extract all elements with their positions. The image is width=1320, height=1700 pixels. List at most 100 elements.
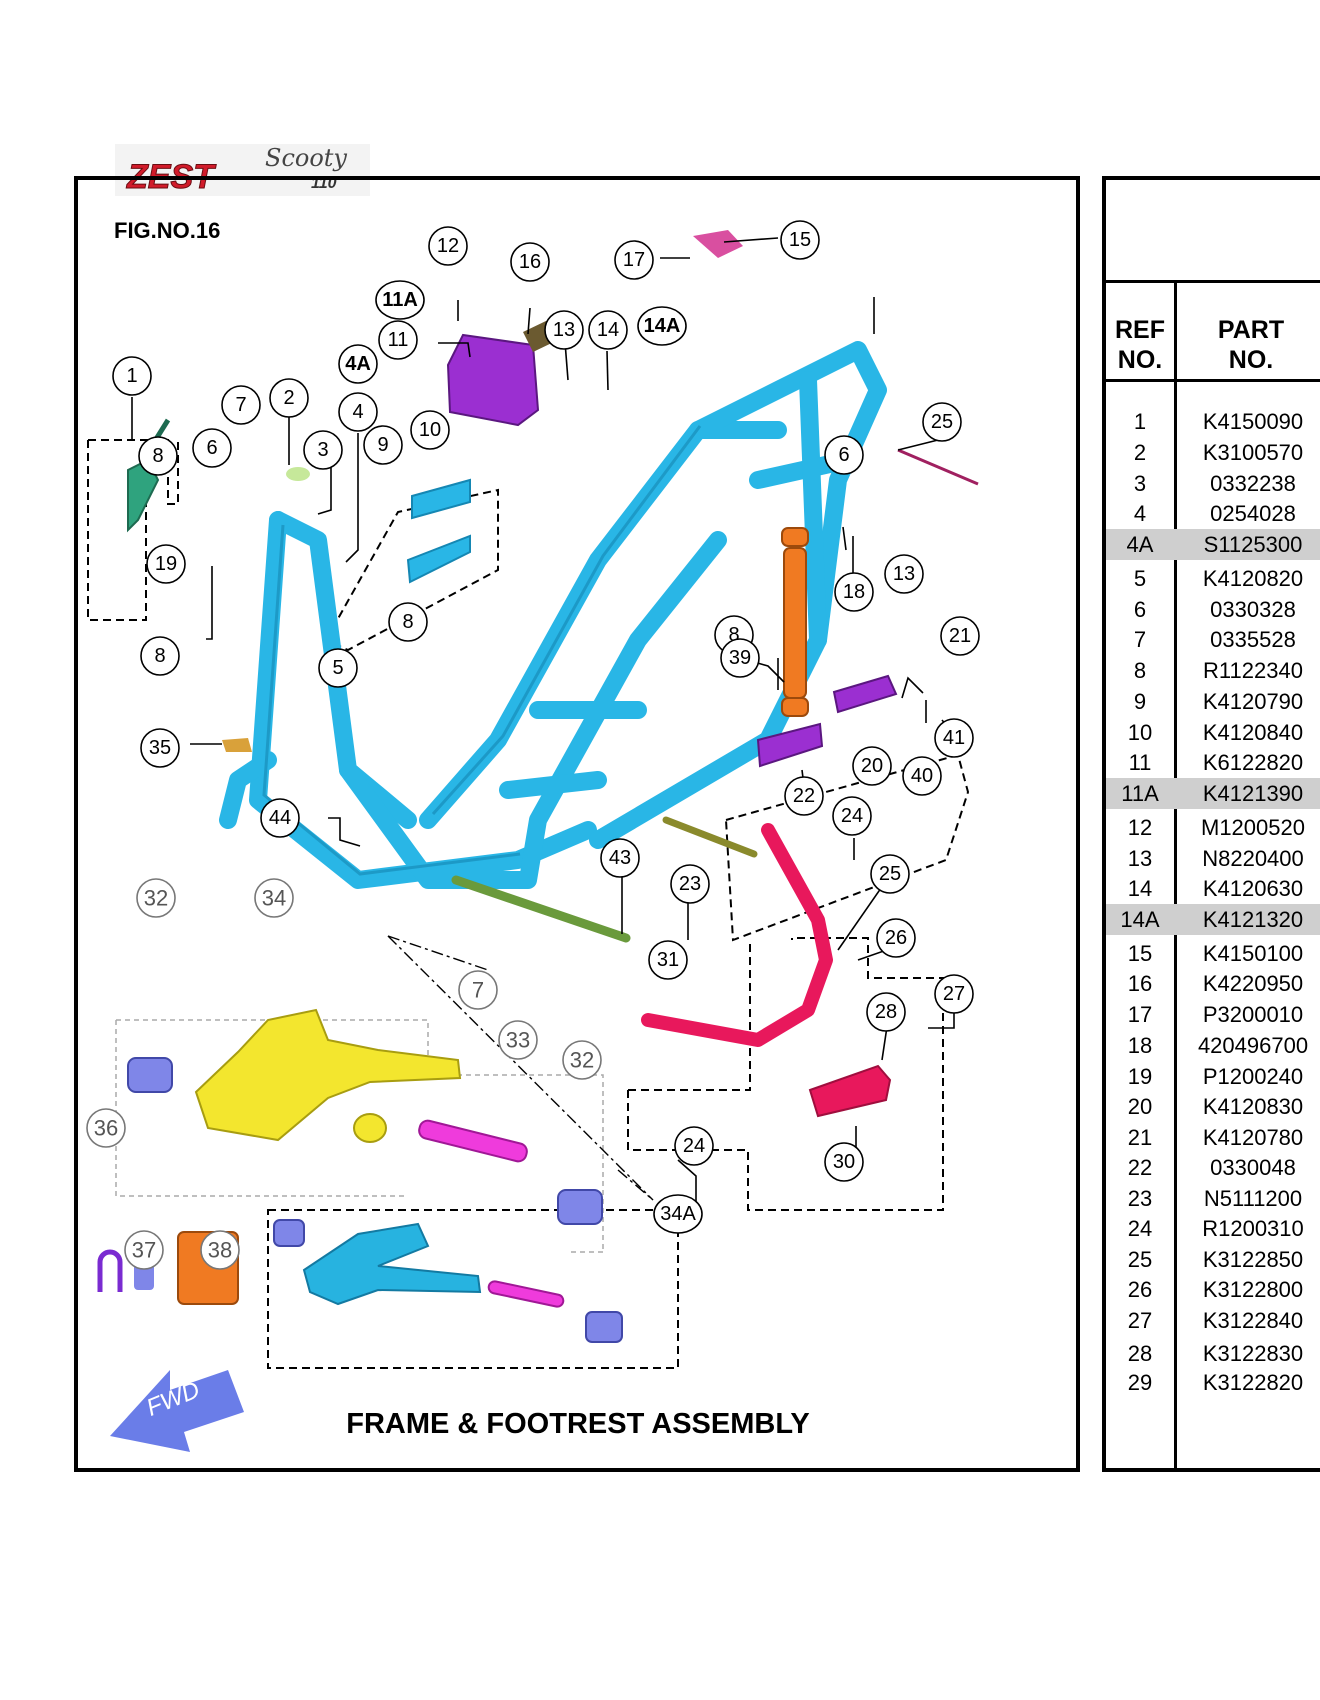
callout-8: 8 — [138, 436, 178, 476]
callout-33: 33 — [498, 1020, 538, 1060]
assembly-title: FRAME & FOOTREST ASSEMBLY — [346, 1408, 810, 1440]
callout-label: 13 — [553, 319, 575, 341]
part-no-cell: K4120630 — [1202, 876, 1304, 901]
callout-label: 24 — [683, 1135, 705, 1157]
leader-lines-dashdot — [387, 935, 654, 1201]
ref-no-cell: 5 — [1133, 566, 1147, 591]
part-no-cell: P3200010 — [1202, 1002, 1304, 1027]
callout-label: 41 — [943, 727, 965, 749]
callout-circle — [254, 878, 294, 918]
table-row: 24 R1200310 — [1106, 1213, 1320, 1244]
part-no-cell: K4121320 — [1202, 907, 1304, 932]
callout-20: 20 — [852, 746, 892, 786]
callout-circle — [720, 638, 760, 678]
callout-label: 18 — [843, 581, 865, 603]
callout-label: 44 — [269, 807, 291, 829]
part-no-cell: 420496700 — [1197, 1033, 1309, 1058]
callout-44: 44 — [260, 798, 300, 838]
callout-label: 28 — [875, 1001, 897, 1023]
part-no-cell: R1200310 — [1202, 1216, 1304, 1241]
table-row: 20 K4120830 — [1106, 1091, 1320, 1122]
part-34A-swing-arm-alt — [302, 1222, 482, 1306]
callout-circle — [653, 1194, 703, 1234]
callout-8: 8 — [140, 636, 180, 676]
group-box-1 — [87, 439, 179, 621]
callout-circle — [112, 356, 152, 396]
callout-9: 9 — [363, 425, 403, 465]
callout-label: 2 — [283, 387, 294, 409]
ref-no-cell: 7 — [1133, 627, 1147, 652]
callout-circle — [780, 220, 820, 260]
ref-no-cell: 8 — [1133, 658, 1147, 683]
callout-circle — [832, 796, 872, 836]
part-no-cell: S1125300 — [1203, 532, 1303, 557]
ref-no-cell: 20 — [1127, 1094, 1153, 1119]
part-15-lock — [693, 230, 743, 258]
callout-circle — [648, 940, 688, 980]
part-no-cell: K4150100 — [1202, 941, 1304, 966]
callout-circle — [192, 428, 232, 468]
ref-no-cell: 17 — [1127, 1002, 1153, 1027]
callout-circle — [200, 1230, 240, 1270]
callout-label: 8 — [154, 645, 165, 667]
part-no-cell: K3122850 — [1202, 1247, 1304, 1272]
callout-label: 43 — [609, 847, 631, 869]
callout-24: 24 — [674, 1126, 714, 1166]
callout-15: 15 — [780, 220, 820, 260]
callout-circle — [303, 430, 343, 470]
callout-label: 23 — [679, 873, 701, 895]
part-no-cell: 0332238 — [1210, 471, 1296, 496]
part-no-cell: M1200520 — [1201, 815, 1305, 840]
callout-label: 35 — [149, 737, 171, 759]
callout-17: 17 — [614, 240, 654, 280]
part-no-cell: K4120830 — [1202, 1094, 1304, 1119]
part-no-cell: K3122800 — [1202, 1277, 1304, 1302]
callout-circle — [124, 1230, 164, 1270]
callout-circle — [140, 728, 180, 768]
callout-label: 21 — [949, 625, 971, 647]
part-no-cell: K3122820 — [1202, 1370, 1304, 1395]
callout-circle — [140, 636, 180, 676]
callout-37: 37 — [124, 1230, 164, 1270]
callout-circle — [269, 378, 309, 418]
callout-35: 35 — [140, 728, 180, 768]
part-no-cell: K4150090 — [1202, 409, 1304, 434]
callout-circle — [876, 918, 916, 958]
callout-label: 38 — [208, 1238, 232, 1263]
callout-8: 8 — [388, 602, 428, 642]
callout-circle — [934, 974, 974, 1014]
callout-label: 36 — [94, 1116, 118, 1141]
part-no-cell: 0330328 — [1210, 597, 1296, 622]
part-11-battery-box — [446, 333, 540, 427]
callout-12: 12 — [428, 226, 468, 266]
ref-no-cell: 23 — [1127, 1186, 1153, 1211]
table-row: 12 M1200520 — [1106, 812, 1320, 843]
callout-circle — [146, 544, 186, 584]
part-30-foot-rest-cover — [808, 1064, 892, 1118]
ref-no-cell: 12 — [1127, 815, 1153, 840]
callout-label: 11 — [388, 329, 409, 351]
group-box-9-10 — [324, 488, 499, 652]
callout-36: 36 — [86, 1108, 126, 1148]
callout-circle — [562, 1040, 602, 1080]
callout-label: 39 — [729, 647, 751, 669]
callout-3: 3 — [303, 430, 343, 470]
callout-13: 13 — [884, 554, 924, 594]
part-31-footrest-bar — [641, 823, 833, 1047]
callout-label: 40 — [911, 765, 933, 787]
ref-no-cell: 24 — [1127, 1216, 1153, 1241]
callout-circle — [318, 648, 358, 688]
figure-number: FIG.NO.16 — [114, 218, 221, 243]
callout-2: 2 — [269, 378, 309, 418]
part-no-cell: K4121390 — [1202, 781, 1304, 806]
part-36-clamp — [97, 1249, 123, 1292]
callout-circle — [922, 402, 962, 442]
callout-circle — [136, 878, 176, 918]
ref-no-cell: 21 — [1127, 1125, 1153, 1150]
callout-label: 34 — [262, 886, 286, 911]
